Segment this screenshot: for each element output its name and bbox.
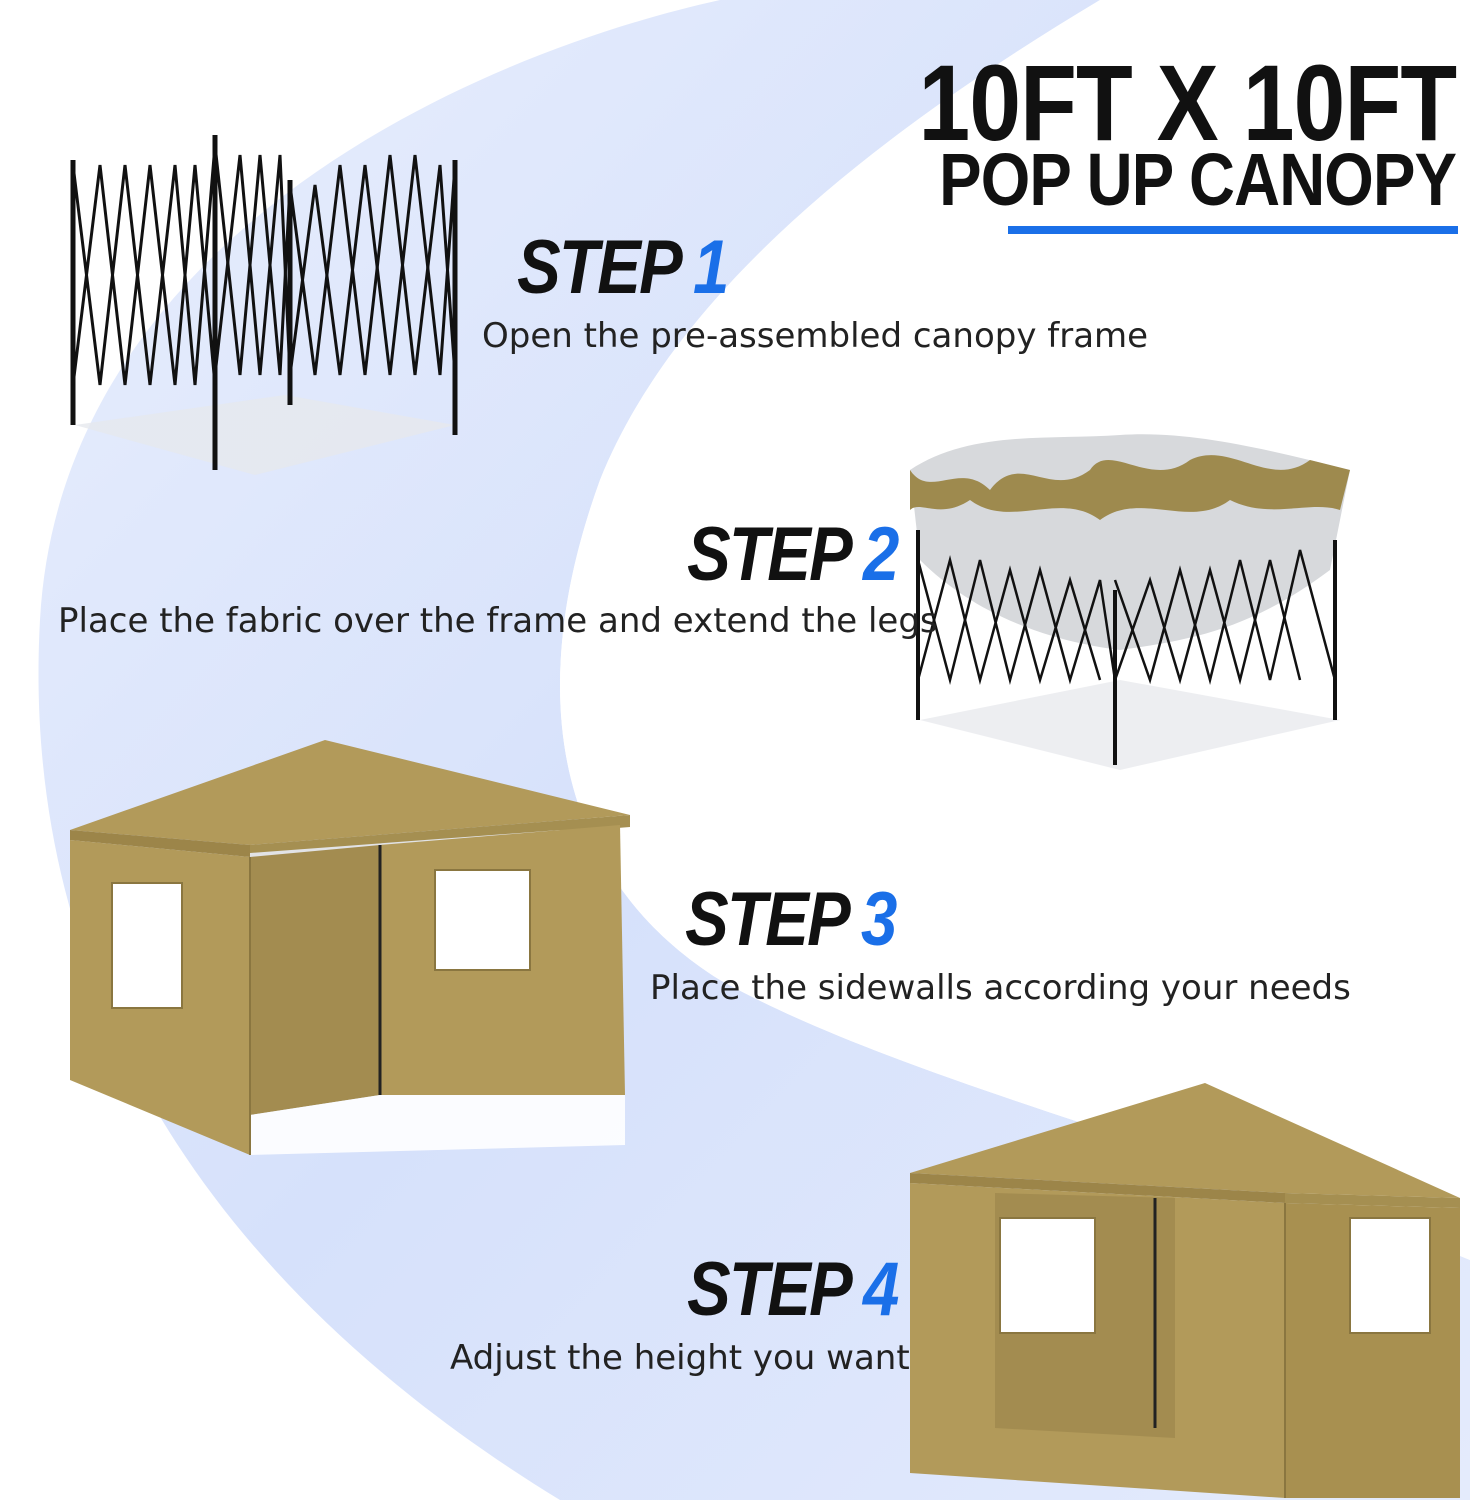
step-2-word: STEP [687, 512, 853, 597]
step-2-number: 2 [863, 512, 899, 597]
step-1-word: STEP [517, 225, 683, 310]
step-3-word: STEP [685, 877, 851, 962]
title-line-1: 10FT X 10FT [918, 42, 1457, 163]
title-underline [1008, 226, 1458, 234]
step-1-number: 1 [693, 225, 729, 310]
sidewalls-canopy-image [70, 740, 630, 1155]
step-2-description: Place the fabric over the frame and exte… [58, 601, 938, 641]
open-frame-image [70, 135, 458, 475]
title-line-2: POP UP CANOPY [939, 138, 1457, 221]
step-4-number: 4 [863, 1247, 899, 1332]
step-3-number: 3 [861, 877, 897, 962]
finished-canopy-image [910, 1083, 1460, 1498]
fabric-over-frame-image [910, 434, 1350, 770]
step-1-description: Open the pre-assembled canopy frame [482, 316, 1149, 356]
step-4-word: STEP [687, 1247, 853, 1332]
step-4-description: Adjust the height you want [450, 1338, 910, 1378]
step-3-description: Place the sidewalls according your needs [650, 968, 1351, 1008]
